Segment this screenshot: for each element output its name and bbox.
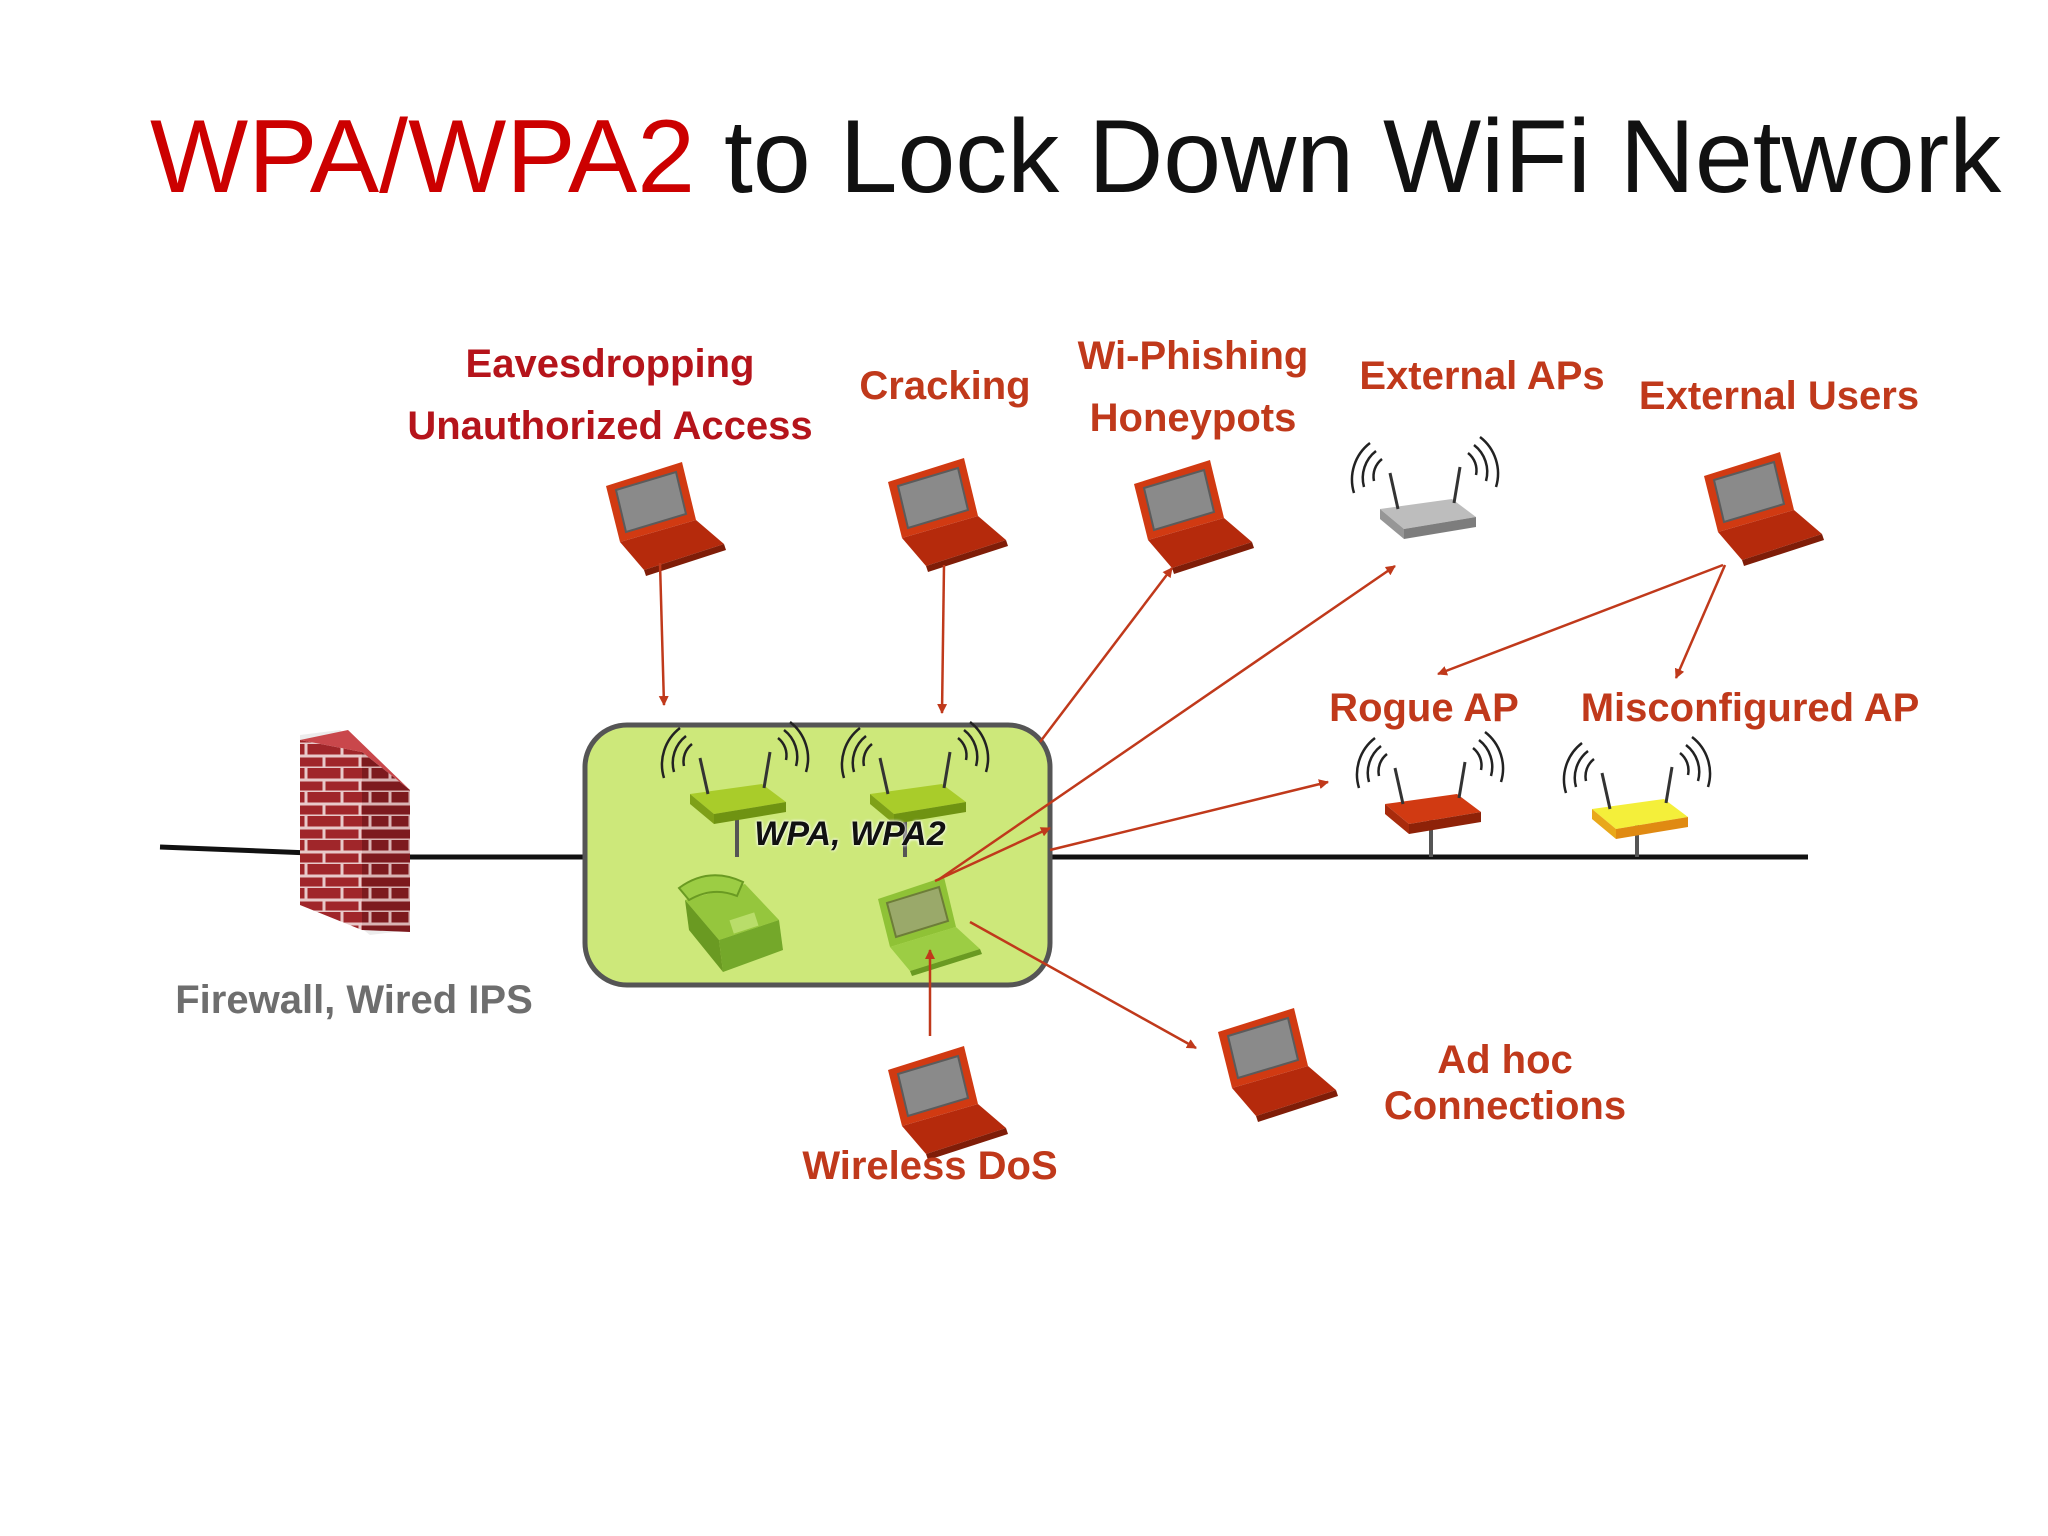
label-misconfigured-ap: Misconfigured AP [1580,686,1920,730]
wireless-router-icon [1562,735,1712,839]
label-honeypots: Honeypots [1089,396,1297,440]
label-eavesdropping: Eavesdropping [465,342,755,386]
label-connections: Connections [1383,1084,1627,1128]
laptop-icon [1133,459,1255,575]
wireless-router-icon [1350,435,1500,539]
label-wi-phishing: Wi-Phishing [1077,334,1309,378]
brick-firewall-icon [300,730,410,935]
arrow-cracking [937,564,948,714]
arrow-external-aps [937,564,1396,882]
label-wpa: WPA, WPA2 [754,815,946,853]
label-external-users: External Users [1638,374,1920,418]
laptop-icon [887,457,1009,573]
label-firewall: Firewall, Wired IPS [175,978,533,1022]
arrow-eavesdropping [658,562,669,706]
label-cracking: Cracking [859,364,1031,408]
title-accent: WPA/WPA2 [150,99,696,215]
wireless-router-icon [840,720,990,824]
laptop-icon [1703,451,1825,567]
label-wireless-dos: Wireless DoS [802,1144,1058,1188]
laptop-icon [605,461,727,577]
arrow-ad-hoc [969,920,1197,1050]
threat-arrows [658,562,1727,1050]
page-title: WPA/WPA2 to Lock Down WiFi Network [150,105,2001,209]
wireless-router-icon [660,720,810,824]
arrow-wi-phishing [1039,567,1173,743]
label-ad-hoc: Ad hoc [1437,1038,1573,1082]
arrow-zone-edge [934,826,1051,883]
wireless-router-icon [1355,730,1505,834]
label-unauthorized-access: Unauthorized Access [407,404,813,448]
laptop-icon [1217,1007,1339,1123]
secure-zone [582,722,1053,988]
arrow-rogue-ap [1049,779,1329,852]
title-rest: to Lock Down WiFi Network [695,99,2002,215]
label-external-aps: External APs [1359,354,1605,398]
arrow-users-to-misconfigured [1674,564,1727,679]
label-rogue-ap: Rogue AP [1329,686,1519,730]
desk-phone-icon [677,874,783,972]
arrow-users-to-rogue [1437,563,1724,676]
